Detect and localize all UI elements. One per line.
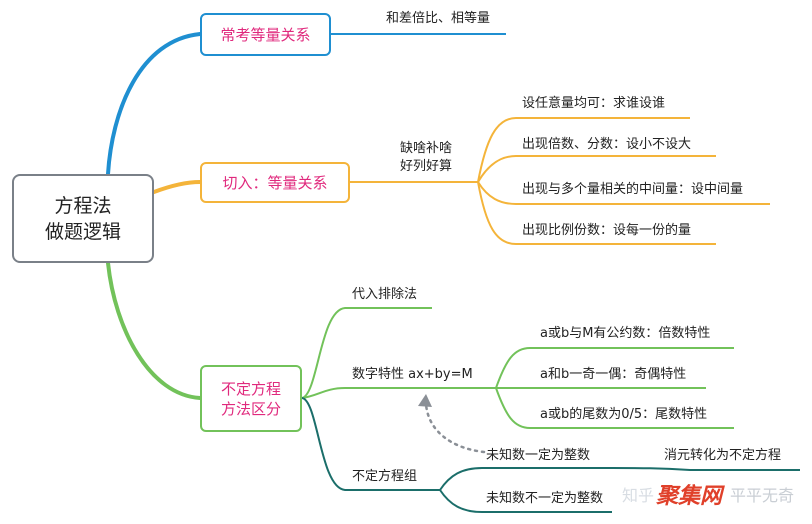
connector-branch2-item2 <box>477 155 716 183</box>
connector-branch2-item1 <box>477 117 690 183</box>
watermark-author: 平平无奇 <box>730 486 795 505</box>
dotted-arrow <box>424 402 486 454</box>
branch3-title-line2: 方法区分 <box>220 399 281 418</box>
method3-note[interactable]: 消元转化为不定方程 <box>664 448 782 463</box>
method3-item-1[interactable]: 未知数一定为整数 <box>486 448 591 463</box>
method2-item-2[interactable]: a和b一奇一偶：奇偶特性 <box>540 367 687 382</box>
branch2-sublabel-line2: 好列好算 <box>400 159 453 174</box>
method2-label[interactable]: 数字特性 ax+by=M <box>352 367 473 382</box>
connector-root-branch3 <box>106 261 202 400</box>
root-title-line2: 做题逻辑 <box>44 220 121 243</box>
connector-method2-item3 <box>495 387 734 429</box>
branch3-node[interactable]: 不定方程 方法区分 <box>200 365 302 432</box>
method3-label[interactable]: 不定方程组 <box>352 469 418 484</box>
connector-root-branch2 <box>152 180 202 194</box>
method2-item-3[interactable]: a或b的尾数为0/5：尾数特性 <box>540 407 708 422</box>
root-title-line1: 方程法 <box>54 194 112 217</box>
watermark-zhihu: 知乎 <box>622 486 655 505</box>
branch2-item-4[interactable]: 出现比例份数：设每一份的量 <box>522 223 692 238</box>
connector-method2-item1 <box>495 347 734 389</box>
dotted-arrow-head <box>418 394 432 407</box>
branch2-sublabel-line1: 缺啥补啥 <box>400 141 453 156</box>
branch3-title-line1: 不定方程 <box>220 379 281 398</box>
branch1-node[interactable]: 常考等量关系 <box>200 13 331 56</box>
branch2-item-3[interactable]: 出现与多个量相关的中间量：设中间量 <box>522 182 744 197</box>
connector-branch3-method3 <box>301 397 440 491</box>
branch2-node[interactable]: 切入：等量关系 <box>200 162 350 203</box>
branch2-sublabel[interactable]: 缺啥补啥 好列好算 <box>400 140 452 176</box>
branch2-item-1[interactable]: 设任意量均可：求谁设谁 <box>522 96 666 111</box>
connector-branch2-item3 <box>477 181 770 205</box>
connector-branch2-item4 <box>477 181 716 245</box>
method3-item-2[interactable]: 未知数不一定为整数 <box>486 491 604 506</box>
watermark-logo: 聚集网 <box>656 484 723 509</box>
branch2-item-2[interactable]: 出现倍数、分数：设小不设大 <box>522 137 692 152</box>
connector-method3-item2 <box>439 489 612 513</box>
connector-branch3-method1 <box>301 307 432 399</box>
method1-label[interactable]: 代入排除法 <box>352 287 418 302</box>
connector-method3-item1 <box>439 467 612 491</box>
root-node[interactable]: 方程法 做题逻辑 <box>12 174 154 263</box>
connector-method3-note <box>611 467 800 471</box>
branch1-child-label[interactable]: 和差倍比、相等量 <box>386 11 491 26</box>
connector-root-branch1 <box>106 32 202 176</box>
method2-item-1[interactable]: a或b与M有公约数：倍数特性 <box>540 326 711 341</box>
connector-branch3-method2 <box>301 387 496 399</box>
